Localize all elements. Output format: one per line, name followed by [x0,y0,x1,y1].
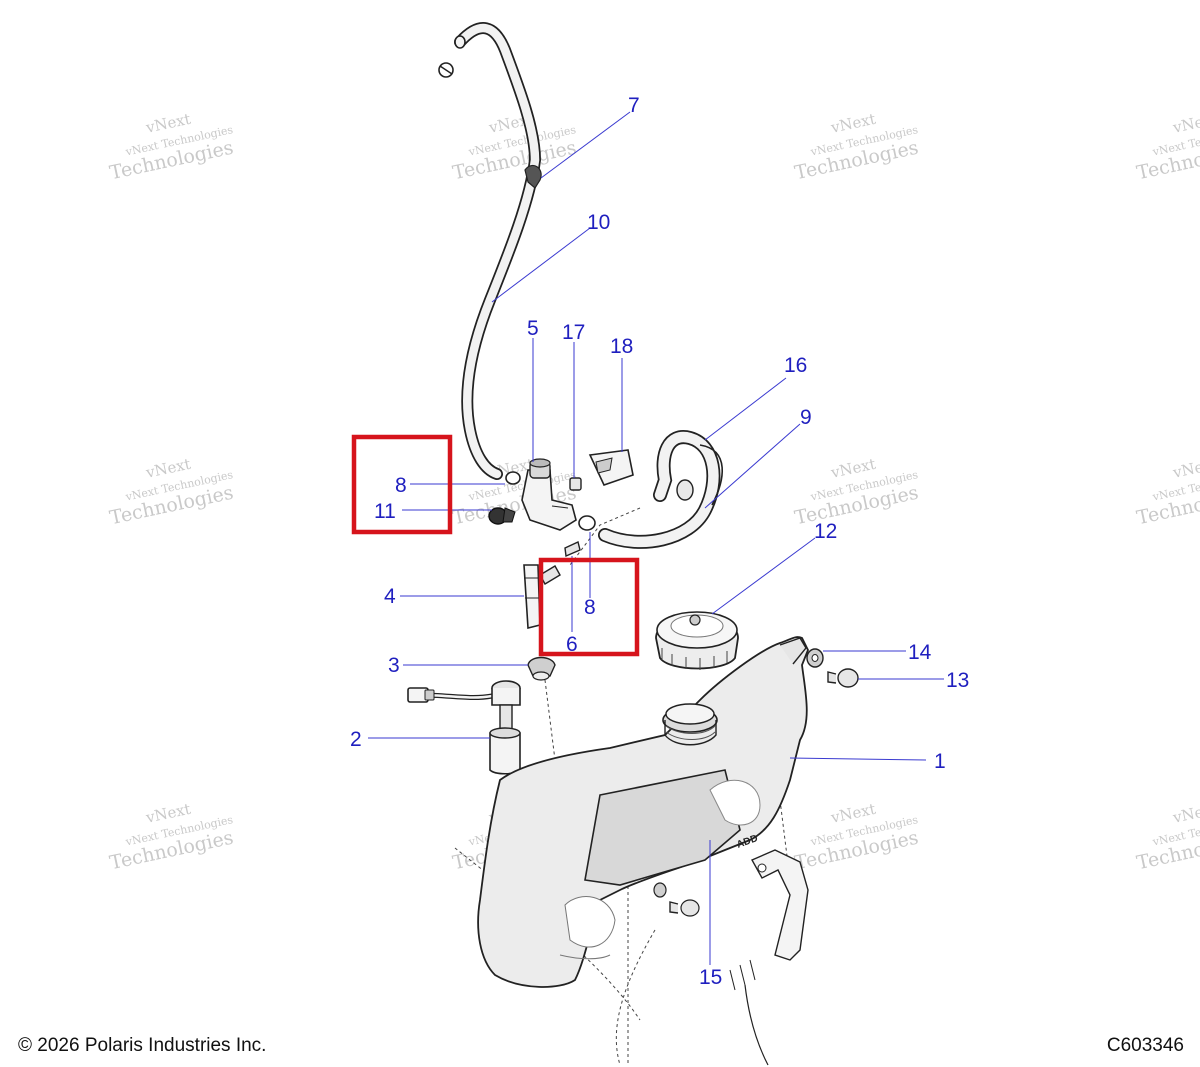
callout-13: 13 [946,669,969,692]
knob-part [488,507,516,525]
highlight-box-left [351,434,453,535]
fuel-cap-part [655,611,739,670]
clip-part [524,165,542,189]
washer-part [806,648,824,668]
callout-7: 7 [628,94,640,117]
bolt-part [827,668,859,688]
o-ring-part [505,471,596,531]
callout-12: 12 [814,520,837,543]
callout-18: 18 [610,335,633,358]
valve-assembly-part [521,458,577,531]
grommet-part [527,656,556,681]
copyright-text: © 2026 Polaris Industries Inc. [18,1035,267,1056]
callout-6: 6 [566,633,578,656]
callout-11: 11 [374,500,396,523]
callout-14: 14 [908,641,932,664]
tank-bolts-part [653,882,700,917]
callout-10: 10 [587,211,610,234]
callout-5: 5 [527,317,539,340]
callout-8: 8 [395,474,407,497]
vent-hose-part [454,22,542,480]
callout-8: 8 [584,596,596,619]
callout-17: 17 [562,321,585,344]
callout-1: 1 [934,750,946,773]
callout-4: 4 [384,585,396,608]
callout-2: 2 [350,728,362,751]
callout-labels: 1 2 3 4 5 6 7 8 8 9 10 11 12 13 14 15 16… [350,94,969,989]
watermark-text: vNext [1170,110,1200,137]
callout-16: 16 [784,354,807,377]
callout-3: 3 [388,654,400,677]
screw-part [569,477,582,491]
callout-15: 15 [699,966,722,989]
overflow-hose-part [598,430,723,549]
diagram-id: C603346 [1106,1035,1184,1056]
watermark-text: vNext [1170,455,1200,482]
highlight-box-right [538,557,640,657]
fuel-tank-part: ADD [477,636,809,988]
bracket-part [588,449,634,486]
fuel-sender-part [407,680,521,775]
callout-9: 9 [800,406,812,429]
leader-lines [368,111,944,965]
frame-bracket-part [729,849,809,1066]
watermark-text: vNext [1170,800,1200,827]
hose-clamp-part [438,62,454,78]
